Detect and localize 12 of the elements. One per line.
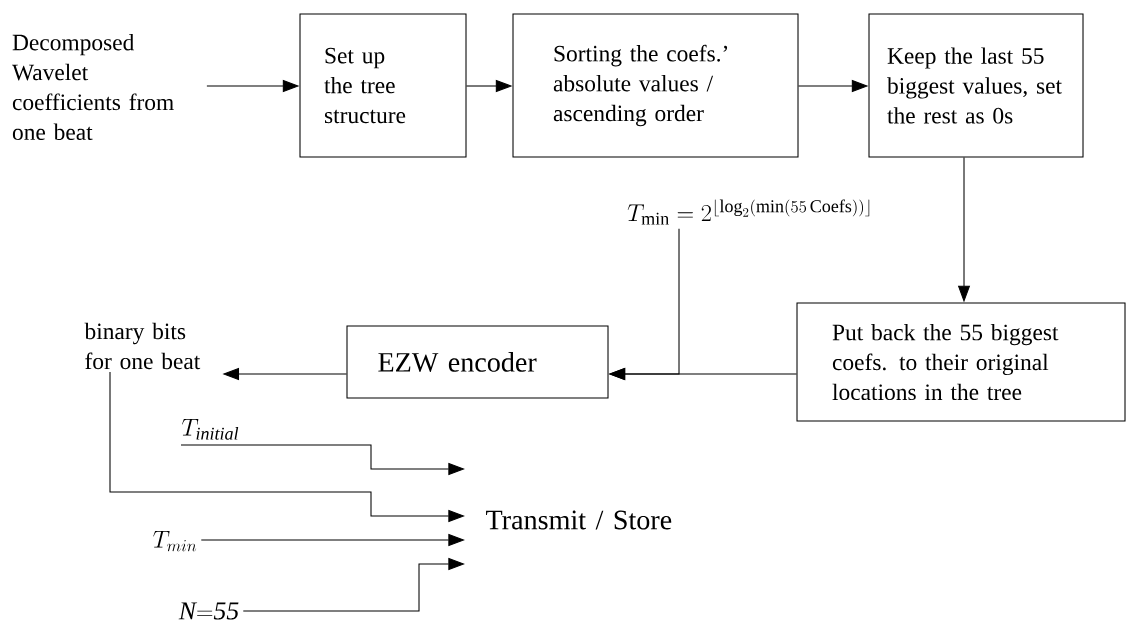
process-box: Sorting the coefs.’ absolute values / ascending order: [512, 13, 799, 158]
process-box: EZW encoder: [346, 325, 609, 399]
formula: $T_{\min} = 2^{\lfloor \log_2(\min(55\,\mathrm{Coefs}))\rfloor}$: [627, 199, 870, 225]
formula: $T_{min}$: [153, 531, 197, 552]
formula: $T_{\mathit{initial}}$: [182, 419, 239, 440]
text-label: binary bits for one beat: [84, 322, 201, 370]
text-label: Decomposed Wavelet coefficients from one beat: [12, 33, 174, 141]
process-box: Put back the 55 biggest coefs. to their original locations in the tree: [796, 302, 1126, 422]
formula: $\mathit{N{=}55}$: [178, 602, 239, 620]
process-box: Keep the last 55 biggest values, set the rest as 0s: [868, 13, 1084, 158]
process-box: Set up the tree structure: [299, 13, 467, 158]
text-label: Transmit / Store: [486, 510, 672, 530]
